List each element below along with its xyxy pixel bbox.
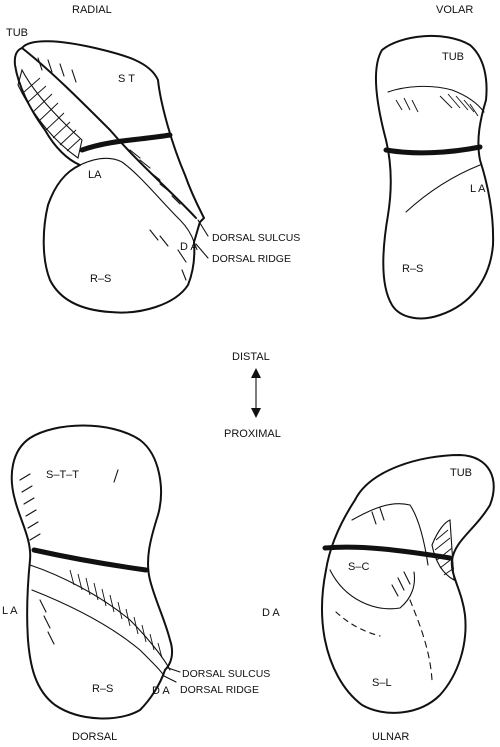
ulnar-hatch-lines [434, 529, 455, 576]
radial-sulcus-pointer [197, 219, 209, 237]
radial-title: RADIAL [72, 4, 112, 16]
dorsal-la-label: L A [2, 605, 18, 617]
ulnar-sc-label: S–C [348, 561, 369, 573]
radial-ridge-line [21, 47, 197, 219]
distal-label: DISTAL [232, 351, 270, 363]
radial-la-edge [79, 157, 195, 243]
dorsal-bone-outline [10, 424, 174, 720]
proximal-label: PROXIMAL [224, 428, 281, 440]
radial-hatched-region [17, 68, 83, 159]
radial-dorsal-sulcus-label: DORSAL SULCUS [212, 232, 300, 244]
ulnar-dashed-contour [409, 599, 433, 681]
radial-da-label: D A [180, 241, 198, 253]
radial-rs-label: R–S [90, 273, 111, 285]
dorsal-second-contour [31, 589, 165, 677]
ulnar-dashed-contour-2 [335, 611, 381, 637]
ulnar-texture-strokes [371, 507, 411, 597]
ulnar-da-label: D A [262, 607, 280, 619]
ulnar-sl-label: S–L [372, 677, 392, 689]
dorsal-diagonal-contour [29, 564, 171, 671]
dorsal-rs-label: R–S [92, 683, 113, 695]
ulnar-sc-facet [329, 569, 416, 610]
ulnar-tub-label: TUB [450, 467, 472, 479]
volar-la-label: L A [470, 183, 486, 195]
dorsal-view: DORSAL S–T–T L A R–S D A DORSAL SULCUS D… [2, 424, 270, 743]
ulnar-title: ULNAR [372, 731, 409, 743]
ulnar-view: ULNAR TUB S–C D A S–L [262, 454, 495, 743]
volar-upper-contour [387, 85, 485, 113]
radial-view: RADIAL TUB S T LA D A R–S DORSAL SULCUS … [6, 4, 300, 314]
volar-waist-band [383, 144, 483, 156]
radial-bone-outline [13, 40, 205, 314]
dorsal-hatch-lines [69, 569, 163, 659]
radial-dorsal-ridge-label: DORSAL RIDGE [212, 253, 291, 265]
ulnar-inner-contour [351, 503, 429, 566]
radial-texture-strokes [37, 57, 187, 281]
dorsal-sulcus-pointer [167, 667, 181, 673]
radial-st-label: S T [118, 73, 135, 85]
dorsal-waist-band [31, 547, 149, 573]
arrow-down-icon [251, 408, 261, 418]
volar-rs-label: R–S [402, 263, 423, 275]
dorsal-dorsal-sulcus-label: DORSAL SULCUS [182, 668, 270, 680]
arrow-up-icon [251, 368, 261, 378]
dorsal-title: DORSAL [72, 731, 117, 743]
dorsal-stt-label: S–T–T [46, 469, 79, 481]
radial-ridge-pointer [195, 243, 209, 259]
volar-bone-outline [374, 34, 495, 320]
ulnar-hatched-region [431, 519, 455, 581]
dorsal-da-label: D A [152, 685, 170, 697]
volar-tub-label: TUB [442, 51, 464, 63]
dorsal-texture-strokes [19, 469, 119, 645]
ulnar-waist-band [322, 544, 453, 561]
volar-la-edge [405, 164, 481, 213]
volar-hatch-lines [395, 93, 479, 117]
radial-hatch-lines [23, 77, 81, 152]
dorsal-ridge-pointer [163, 675, 177, 683]
radial-la-label: LA [88, 169, 102, 181]
orientation-indicator: DISTAL PROXIMAL [224, 351, 281, 440]
ulnar-bone-outline [321, 454, 495, 714]
radial-tub-label: TUB [6, 27, 28, 39]
volar-view: VOLAR TUB L A R–S [374, 4, 495, 320]
volar-title: VOLAR [436, 4, 473, 16]
radial-waist-band [79, 132, 173, 153]
dorsal-dorsal-ridge-label: DORSAL RIDGE [180, 684, 259, 696]
